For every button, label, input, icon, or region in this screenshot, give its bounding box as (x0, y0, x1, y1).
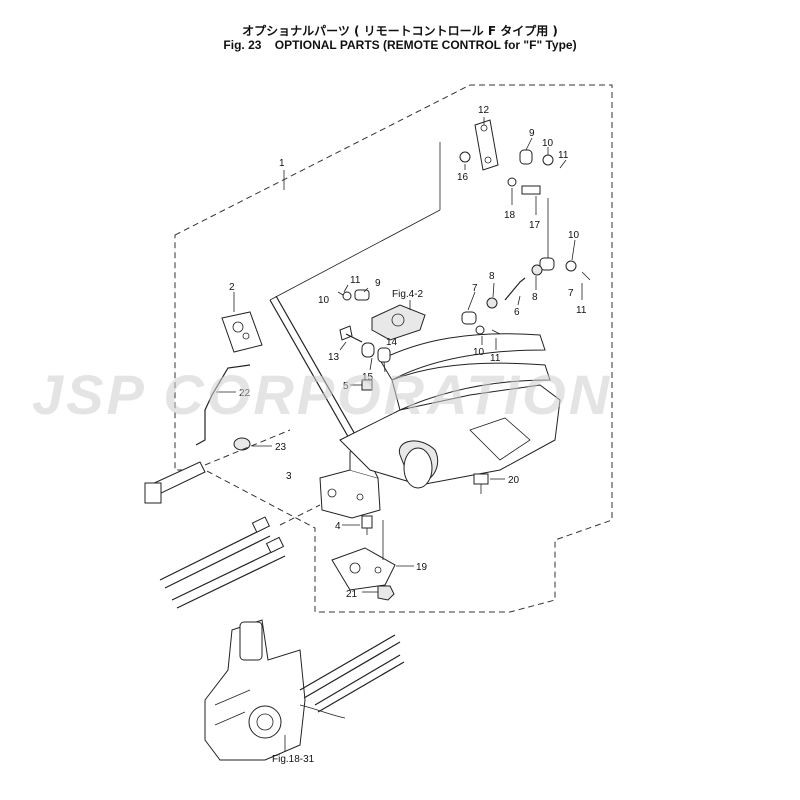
link-rod-2 (275, 295, 357, 437)
pin-11d (491, 329, 501, 335)
washer-10c (565, 260, 577, 272)
washer-18 (507, 177, 517, 187)
callout-11c: 11 (576, 305, 587, 316)
callout-17: 17 (529, 220, 541, 231)
arm-12 (474, 119, 499, 171)
collar-7b (461, 311, 477, 325)
cable-connector (144, 429, 291, 504)
plate-19 (331, 547, 396, 591)
callout-6: 6 (514, 307, 520, 318)
callout-22: 22 (239, 388, 251, 399)
washer-10b (542, 154, 554, 166)
callout-23: 23 (275, 442, 287, 453)
callout-12: 12 (478, 105, 490, 116)
callout-19: 19 (416, 562, 428, 573)
washer-16 (459, 151, 471, 163)
callout-1: 1 (279, 158, 285, 169)
callout-7b: 7 (568, 288, 574, 299)
callout-16: 16 (457, 172, 469, 183)
washer-10d (475, 325, 485, 335)
callout-8a: 8 (489, 271, 495, 282)
callout-15: 15 (362, 372, 374, 383)
collar-9c (539, 257, 555, 271)
figure-number: Fig. 23 (223, 38, 262, 52)
callout-21: 21 (346, 589, 358, 600)
collar-9b (519, 149, 533, 165)
callout-20: 20 (508, 475, 520, 486)
callout-3: 3 (286, 471, 292, 482)
pin-11b (559, 159, 567, 169)
callout-9b: 9 (529, 128, 535, 139)
link-rod (269, 299, 351, 441)
callout-2: 2 (229, 282, 235, 293)
grommet (233, 437, 251, 451)
callout-14: 14 (386, 337, 398, 348)
collar-9a (354, 289, 370, 301)
bushing-15 (361, 342, 375, 358)
callout-4: 4 (335, 521, 341, 532)
callout-8b: 8 (532, 292, 538, 303)
wire-link (195, 364, 251, 446)
remote-control-box (204, 619, 405, 761)
washer-10a (342, 291, 352, 301)
pin-11c (581, 271, 591, 281)
callout-11b: 11 (558, 150, 569, 161)
callout-11a: 11 (350, 275, 361, 286)
callout-10a: 10 (318, 295, 330, 306)
figure-title: OPTIONAL PARTS (REMOTE CONTROL for "F" T… (274, 38, 577, 52)
callout-5: 5 (343, 381, 349, 392)
bolt-4 (361, 515, 373, 535)
leader-lines (337, 117, 583, 373)
control-plate (221, 311, 263, 353)
callout-9a: 9 (375, 278, 381, 289)
ref-fig18-31: Fig.18-31 (272, 754, 315, 765)
rod-6 (504, 277, 526, 301)
pin-11a (343, 284, 349, 293)
callout-13: 13 (328, 352, 340, 363)
title-english: Fig. 23 OPTIONAL PARTS (REMOTE CONTROL f… (0, 38, 800, 52)
callout-18: 18 (504, 210, 516, 221)
callout-10d: 10 (473, 347, 485, 358)
bolt-17 (521, 185, 541, 195)
bolt-13 (339, 325, 363, 343)
ref-fig4-2: Fig.4-2 (392, 289, 424, 300)
nut-8b (486, 297, 498, 309)
bolt-20 (473, 473, 489, 494)
callout-11d: 11 (490, 353, 501, 364)
control-cables (159, 504, 321, 609)
callout-7a: 7 (472, 283, 478, 294)
spacer-14 (377, 347, 391, 363)
nut-8a (531, 264, 543, 276)
swivel-bracket (339, 333, 561, 489)
title-japanese: オプショナルパーツ ( リモートコントロール F タイプ用 ) (242, 24, 558, 38)
linkage-assembly (371, 304, 426, 341)
callout-10b: 10 (542, 138, 554, 149)
nut-21 (377, 585, 395, 601)
callout-10c: 10 (568, 230, 580, 241)
